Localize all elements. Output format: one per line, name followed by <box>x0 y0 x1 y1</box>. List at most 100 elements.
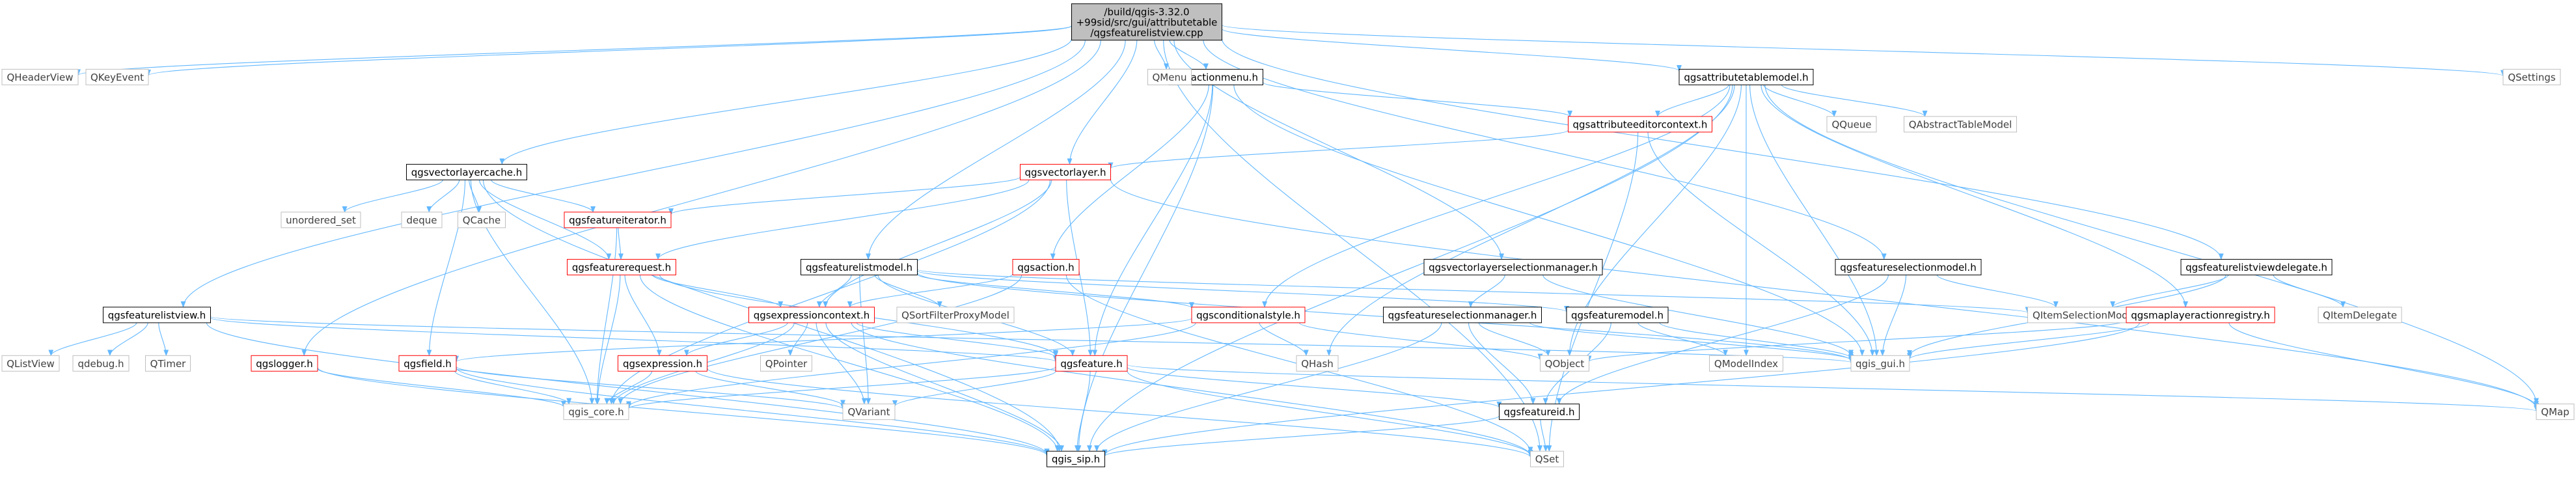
node-box <box>103 307 211 323</box>
node-qsettings: QSettings <box>2502 68 2561 85</box>
node-qgsvectorlayercache-h[interactable]: qgsvectorlayercache.h <box>406 163 527 180</box>
node-qgsfeaturerequest-h[interactable]: qgsfeaturerequest.h <box>567 258 676 275</box>
edge-qgsattributetablemodel-h-to-qgsmaplayeractionregistry-h <box>1761 85 2189 308</box>
edge-qgsfeaturerequest-h-to-qgis-core-h <box>595 275 621 405</box>
node-label: qgsattributetablemodel.h <box>1684 72 1808 83</box>
edge-root-to-qgsfeaturelistview-h <box>180 40 1086 308</box>
node-box <box>1012 258 1080 275</box>
node-box <box>2502 68 2561 85</box>
edge-qgsfeaturerequest-h-to-qgis-sip-h <box>639 275 1060 452</box>
node-qgsexpression-h[interactable]: qgsexpression.h <box>618 355 707 372</box>
node-qheaderview: QHeaderView <box>1 68 79 85</box>
edge-qgsvectorlayer-h-to-qgis-core-h <box>609 180 1051 405</box>
edge-qgsactionmenu-h-to-qgsaction-h <box>1050 85 1209 260</box>
node-box <box>1530 450 1564 467</box>
edge-qgsattributetablemodel-h-to-qgis-gui-h <box>1749 85 1880 357</box>
node-qitemselectionmodel: QItemSelectionModel <box>2027 307 2142 323</box>
edge-qgsactionmenu-h-to-qgsfeature-h <box>1092 85 1213 357</box>
edge-qgsfeaturemodel-h-to-qgis-gui-h <box>1659 322 1854 359</box>
node-qgsconditionalstyle-h[interactable]: qgsconditionalstyle.h <box>1191 307 1306 323</box>
node-label: QSet <box>1535 454 1559 465</box>
edge-qgsattributeeditorcontext-h-to-qgis-gui-h <box>1647 131 1875 357</box>
node-box <box>842 404 896 420</box>
node-qgsfeatureiterator-h[interactable]: qgsfeatureiterator.h <box>564 212 672 228</box>
node-deque: deque <box>401 212 443 228</box>
node-qgis-sip-h[interactable]: qgis_sip.h <box>1047 450 1105 467</box>
node-label: QItemDelegate <box>2323 309 2397 321</box>
node-qgsmaplayeractionregistry-h[interactable]: qgsmaplayeractionregistry.h <box>2126 307 2275 323</box>
node-box <box>2027 307 2142 323</box>
node-qgsattributeeditorcontext-h[interactable]: qgsattributeeditorcontext.h <box>1568 116 1712 133</box>
node-box <box>1020 163 1111 180</box>
edge-qgsfeature-h-to-qgsfeatureid-h <box>1127 366 1502 409</box>
edge-qgsfeatureiterator-h-to-qgis-core-h <box>594 227 618 405</box>
edge-root-to-qkeyevent <box>146 25 1073 76</box>
node-box <box>406 163 527 180</box>
node-label: qgsexpression.h <box>623 358 702 370</box>
node-qgsfeatureselectionmodel-h[interactable]: qgsfeatureselectionmodel.h <box>1835 258 1982 275</box>
node-qgsfeatureselectionmanager-h[interactable]: qgsfeatureselectionmanager.h <box>1383 307 1542 323</box>
edge-qgsfeaturelistmodel-h-to-qgsfeaturemodel-h <box>916 270 1569 312</box>
node-qgis-core-h: qgis_core.h <box>563 404 629 420</box>
edge-qgsattributetablemodel-h-to-qabstracttablemodel <box>1781 84 1928 117</box>
node-label: qgsfeaturemodel.h <box>1571 309 1664 321</box>
edge-qgsfeatureselectionmanager-h-to-qgsfeatureid-h <box>1468 322 1536 405</box>
node-qgsfeaturelistviewdelegate-h[interactable]: qgsfeaturelistviewdelegate.h <box>2180 258 2333 275</box>
node-label: qgsattributeeditorcontext.h <box>1573 118 1708 130</box>
node-qmap: QMap <box>2536 404 2575 420</box>
node-label: QCache <box>463 214 500 226</box>
edge-qgslogger-h-to-qgis-sip-h <box>317 367 1050 456</box>
node-qgslogger-h[interactable]: qgslogger.h <box>251 355 318 372</box>
node-label: QListView <box>7 358 55 370</box>
node-box <box>1147 68 1192 85</box>
node-qgsexpressioncontext-h[interactable]: qgsexpressioncontext.h <box>748 307 875 323</box>
node-qgsvectorlayerselectionmanager-h[interactable]: qgsvectorlayerselectionmanager.h <box>1423 258 1603 275</box>
edge-qgsconditionalstyle-h-to-qgis-core-h <box>626 322 1196 408</box>
edge-qgsfeatureselectionmanager-h-to-qobject <box>1478 322 1551 357</box>
node-qkeyevent: QKeyEvent <box>85 68 149 85</box>
node-label: qgsfeatureselectionmodel.h <box>1840 262 1976 273</box>
node-box <box>1383 307 1542 323</box>
node-qabstracttablemodel: QAbstractTableModel <box>1904 116 2017 133</box>
node-qgsfeatureid-h[interactable]: qgsfeatureid.h <box>1499 404 1580 420</box>
node-label: qgsvectorlayercache.h <box>411 167 522 178</box>
node-qgsfeaturelistview-h[interactable]: qgsfeaturelistview.h <box>103 307 211 323</box>
node-label: qgis_sip.h <box>1052 454 1100 466</box>
node-label: QHash <box>1301 358 1334 370</box>
edge-qgsvectorlayer-h-to-qgsfeatureiterator-h <box>668 176 1021 215</box>
node-qgsvectorlayer-h[interactable]: qgsvectorlayer.h <box>1020 163 1111 180</box>
edge-root-to-qgsfeaturelistmodel-h <box>866 40 1126 260</box>
edge-root-to-qgsactionmenu-h <box>1169 40 1209 70</box>
node-label: qgsfeatureid.h <box>1504 406 1575 418</box>
edge-qgsfeaturerequest-h-to-qgsexpression-h <box>624 275 662 357</box>
node-qgsaction-h[interactable]: qgsaction.h <box>1012 258 1080 275</box>
node-label: qgsaction.h <box>1017 262 1074 273</box>
node-label: qgsexpressioncontext.h <box>754 309 870 321</box>
node-box <box>1540 355 1589 372</box>
edge-qgsfeatureiterator-h-to-qgsfeaturerequest-h <box>618 227 624 260</box>
edge-qgsfeatureselectionmodel-h-to-qgsfeatureid-h <box>1556 275 1889 405</box>
edge-qgsexpressioncontext-h-to-qvariant <box>815 322 867 405</box>
node-box <box>2126 307 2275 323</box>
node-root[interactable]: /build/qgis-3.32.0+99sid/src/gui/attribu… <box>1071 3 1222 41</box>
node-label: QAbstractTableModel <box>1909 118 2012 130</box>
node-qgsattributetablemodel-h[interactable]: qgsattributetablemodel.h <box>1679 68 1814 85</box>
node-box <box>1568 116 1712 133</box>
edge-qgsfeaturelistview-h-to-qgsfeature-h <box>210 317 1058 363</box>
edge-qgsfeature-h-to-qset <box>1127 370 1533 456</box>
node-qgsfeaturemodel-h[interactable]: qgsfeaturemodel.h <box>1566 307 1669 323</box>
node-box <box>85 68 149 85</box>
node-box <box>1709 355 1783 372</box>
node-qgsfeature-h[interactable]: qgsfeature.h <box>1055 355 1128 372</box>
edge-qgsattributetablemodel-h-to-qmap <box>1764 85 2539 405</box>
node-qgsfeaturelistmodel-h[interactable]: qgsfeaturelistmodel.h <box>801 258 918 275</box>
node-qqueue: QQueue <box>1826 116 1877 133</box>
node-label: QItemSelectionModel <box>2033 309 2137 321</box>
edge-qgsmaplayeractionregistry-h-to-qgis-gui-h <box>1907 322 2150 360</box>
node-qgsfield-h[interactable]: qgsfield.h <box>398 355 457 372</box>
edge-qgsvectorlayerselectionmanager-h-to-qgis-gui-h <box>1542 275 1854 357</box>
node-label: qgis_gui.h <box>1856 358 1905 370</box>
node-label: QQueue <box>1831 118 1871 130</box>
node-label: qgsmaplayeractionregistry.h <box>2131 309 2270 321</box>
node-box <box>1499 404 1580 420</box>
